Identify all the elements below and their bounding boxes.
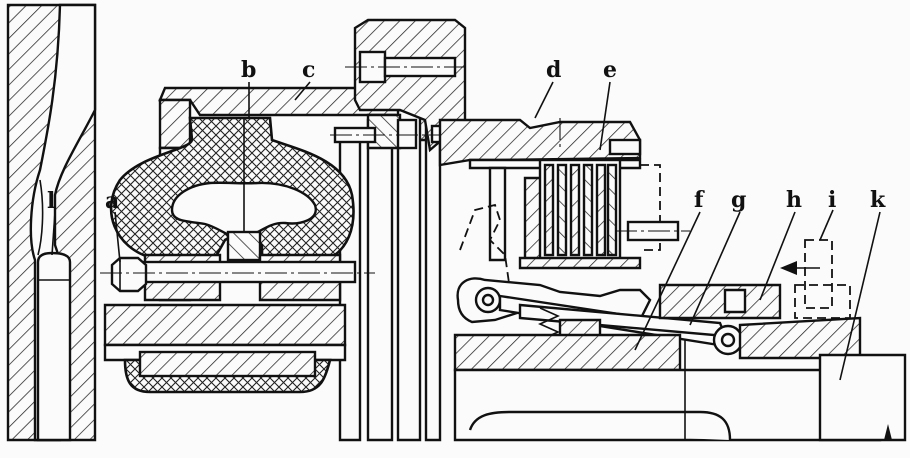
label-i: i — [828, 187, 836, 213]
label-e: e — [603, 57, 617, 83]
label-h: h — [786, 187, 802, 213]
disc-pack-e — [518, 158, 690, 270]
label-d: d — [546, 57, 561, 83]
hub-left — [103, 303, 347, 394]
label-c: c — [302, 57, 315, 83]
leader-lines — [51, 81, 881, 381]
label-g: g — [731, 187, 746, 213]
label-a: a — [105, 188, 119, 214]
rubber-element-b — [109, 116, 355, 267]
arrow-left-icon — [780, 261, 820, 275]
bolt-a — [100, 253, 375, 302]
shaft-l — [36, 251, 72, 442]
hub-right — [453, 333, 882, 442]
label-l: l — [47, 188, 55, 214]
label-b: b — [241, 57, 256, 83]
sliding-sleeve-h — [658, 239, 862, 360]
shaft-k — [818, 353, 907, 442]
label-f: f — [694, 187, 705, 213]
label-k: k — [870, 187, 886, 213]
